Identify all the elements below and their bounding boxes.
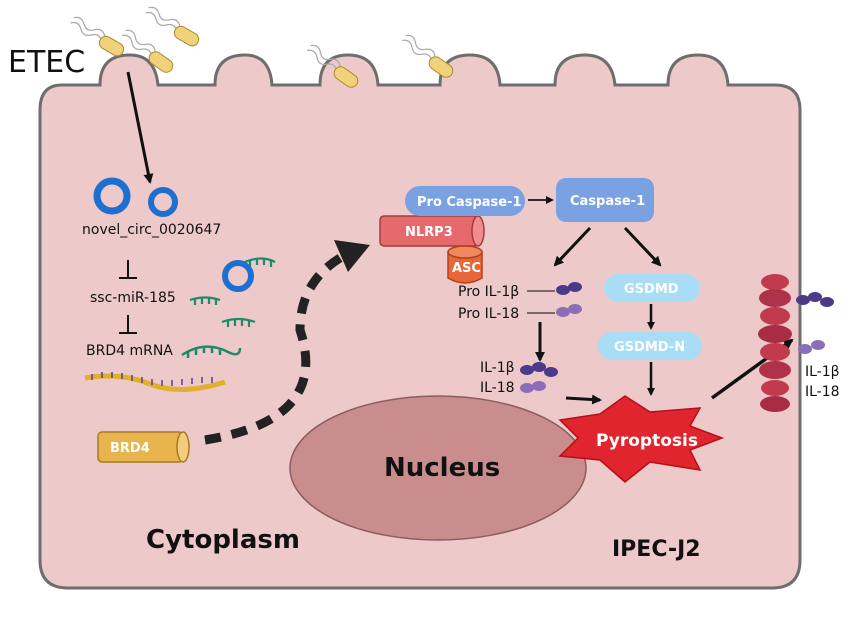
- circrna-label: novel_circ_0020647: [82, 222, 221, 238]
- gsdmd-n-label: GSDMD-N: [614, 340, 685, 355]
- brd4-label: BRD4: [110, 441, 150, 456]
- mirna-hairpin-icon: [244, 257, 276, 267]
- caspase-1-box: [556, 178, 654, 222]
- il1b-molecule-icon: [520, 362, 558, 377]
- nucleus: [289, 395, 587, 541]
- il18-out-label: IL-18: [805, 384, 840, 400]
- brd4-activation-arrow: [204, 251, 348, 445]
- pro-il18-molecule-icon: [556, 304, 582, 317]
- gsdmd-n-pill: [598, 332, 702, 360]
- bacterium-icon: [145, 6, 200, 47]
- mrna-strand: [84, 373, 226, 393]
- released-il18-icon: [798, 340, 825, 354]
- gsdmd-label: GSDMD: [624, 282, 679, 297]
- asc-label: ASC: [452, 261, 481, 276]
- cleavage-arrow: [623, 226, 662, 267]
- etec-entry-arrow: [126, 71, 154, 184]
- gsdmd-pore: [758, 274, 792, 412]
- il1b-label: IL-1β: [480, 360, 515, 376]
- mirna-label: ssc-miR-185: [90, 290, 176, 306]
- gsdmd-pill: [604, 274, 700, 302]
- il18-label: IL-18: [480, 380, 515, 396]
- bacterium-icon: [402, 34, 454, 78]
- mirna-hairpin-icon: [189, 296, 221, 305]
- cell-line-label: IPEC-J2: [612, 537, 701, 562]
- pro-caspase-label: Pro Caspase-1: [417, 195, 522, 210]
- caspase-1-label: Caspase-1: [570, 194, 645, 209]
- pro-il1b-molecule-icon: [556, 282, 582, 295]
- brd4-protein: [97, 431, 190, 463]
- inhibition-symbol-icon: [119, 315, 137, 334]
- released-il1b-icon: [796, 292, 834, 307]
- bacterium-icon: [122, 29, 174, 73]
- etec-label: ETEC: [8, 45, 85, 80]
- il1b-out-label: IL-1β: [805, 364, 840, 380]
- circrna-ring-icon: [148, 187, 178, 217]
- dashed-arrow-head-icon: [334, 240, 370, 272]
- circrna-ring-icon: [93, 177, 131, 215]
- mirna-hairpin-icon: [181, 345, 242, 358]
- nlrp3-label: NLRP3: [405, 225, 453, 240]
- release-arrow: [565, 394, 602, 405]
- cytoplasm-label: Cytoplasm: [146, 525, 300, 555]
- il18-molecule-icon: [520, 381, 546, 393]
- pyroptosis-star: [558, 395, 725, 483]
- bacteria-group: [70, 6, 454, 88]
- mrna-label: BRD4 mRNA: [86, 343, 173, 359]
- mrna-bases: [91, 372, 213, 386]
- bacterium-icon: [70, 16, 125, 57]
- bacterium-icon: [307, 44, 359, 88]
- mirna-hairpin-icon: [221, 317, 256, 327]
- asc-adaptor: [447, 245, 483, 284]
- pro-caspase-pill: [405, 186, 525, 216]
- cleavage-arrow: [553, 226, 592, 267]
- circrna-ring-icon: [222, 260, 254, 292]
- nucleus-label: Nucleus: [384, 453, 500, 483]
- pyroptosis-label: Pyroptosis: [596, 431, 698, 451]
- pro-il18-label: Pro IL-18: [458, 306, 519, 322]
- pro-il1b-label: Pro IL-1β: [458, 284, 519, 300]
- inhibition-symbol-icon: [119, 260, 137, 279]
